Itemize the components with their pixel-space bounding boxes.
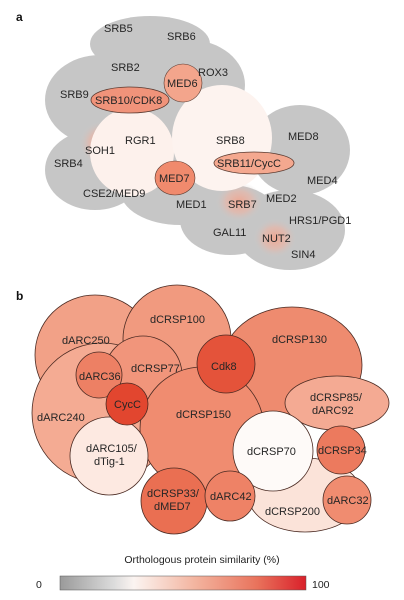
label-hrs1-pgd1: HRS1/PGD1 <box>289 215 351 227</box>
cdk8-circle <box>196 334 256 394</box>
label-gal11: GAL11 <box>213 227 246 239</box>
label-med4: MED4 <box>307 175 338 187</box>
label-srb5: SRB5 <box>104 23 133 35</box>
color-scale: Orthologous protein similarity (%) 0 100 <box>36 554 330 591</box>
srb10-ellipse <box>90 86 170 114</box>
label-cse2-med9: CSE2/MED9 <box>83 188 145 200</box>
label-nut2: NUT2 <box>262 233 291 245</box>
srb7-hotspot <box>215 182 263 222</box>
label-dcrsp70: dCRSP70 <box>247 446 296 458</box>
label-rgr1: RGR1 <box>125 135 156 147</box>
color-scale-max-label: 100 <box>312 579 330 591</box>
label-cdk8: Cdk8 <box>211 361 237 373</box>
label-srb9: SRB9 <box>60 89 89 101</box>
label-dcrsp34: dCRSP34 <box>318 445 367 457</box>
label-soh1: SOH1 <box>85 145 115 157</box>
color-scale-title: Orthologous protein similarity (%) <box>124 554 279 566</box>
color-scale-min-label: 0 <box>36 579 42 591</box>
label-med8: MED8 <box>288 131 319 143</box>
label-srb6: SRB6 <box>167 31 196 43</box>
label-srb8: SRB8 <box>216 135 245 147</box>
srb11-ellipse <box>213 151 295 175</box>
label-srb10-cdk8: SRB10/CDK8 <box>95 95 162 107</box>
label-dcrsp130: dCRSP130 <box>272 334 327 346</box>
label-dtig1: dTig-1 <box>94 456 125 468</box>
label-rox3: ROX3 <box>198 67 228 79</box>
label-med6: MED6 <box>167 78 198 90</box>
panel-b: b dCRSP100 dCRSP130 dARC250 Cdk8 dCRSP77… <box>16 284 390 535</box>
cycc-circle <box>105 382 149 426</box>
panel-a-letter: a <box>16 10 23 24</box>
label-dcrsp85: dCRSP85/ <box>310 392 363 404</box>
label-dcrsp100: dCRSP100 <box>150 314 205 326</box>
label-dcrsp33: dCRSP33/ <box>147 488 200 500</box>
nut2-hotspot <box>253 218 297 258</box>
label-med1: MED1 <box>176 199 207 211</box>
med6-circle <box>163 63 203 103</box>
darc36-circle <box>75 351 123 399</box>
label-dmed7: dMED7 <box>154 501 191 513</box>
label-dcrsp77: dCRSP77 <box>131 363 180 375</box>
label-dcrsp200: dCRSP200 <box>265 506 320 518</box>
label-med7: MED7 <box>159 173 190 185</box>
label-srb2: SRB2 <box>111 62 140 74</box>
rgr1-circle <box>90 108 174 196</box>
label-darc250: dARC250 <box>62 335 110 347</box>
label-srb4: SRB4 <box>54 158 83 170</box>
darc32-circle <box>322 475 372 525</box>
darc42-circle <box>204 470 256 522</box>
label-cycc: CycC <box>114 399 141 411</box>
dcrsp34-circle <box>316 425 366 475</box>
med7-circle <box>154 160 196 196</box>
label-srb11-cycc: SRB11/CycC <box>217 158 281 170</box>
darc105-circle <box>69 416 149 496</box>
label-med2: MED2 <box>266 193 297 205</box>
label-dcrsp150: dCRSP150 <box>176 409 231 421</box>
color-scale-bar <box>59 575 307 591</box>
panel-b-letter: b <box>16 289 23 303</box>
dcrsp70-circle <box>232 410 314 492</box>
label-darc42: dARC42 <box>210 491 252 503</box>
label-sin4: SIN4 <box>291 249 315 261</box>
label-darc92: dARC92 <box>312 405 354 417</box>
label-darc240: dARC240 <box>37 412 85 424</box>
label-darc36: dARC36 <box>79 371 121 383</box>
label-srb7: SRB7 <box>228 199 257 211</box>
panel-a: a SRB5 SRB6 SRB2 ROX3 SRB9 M <box>16 10 351 270</box>
label-darc105: dARC105/ <box>86 443 138 455</box>
label-darc32: dARC32 <box>327 495 369 507</box>
